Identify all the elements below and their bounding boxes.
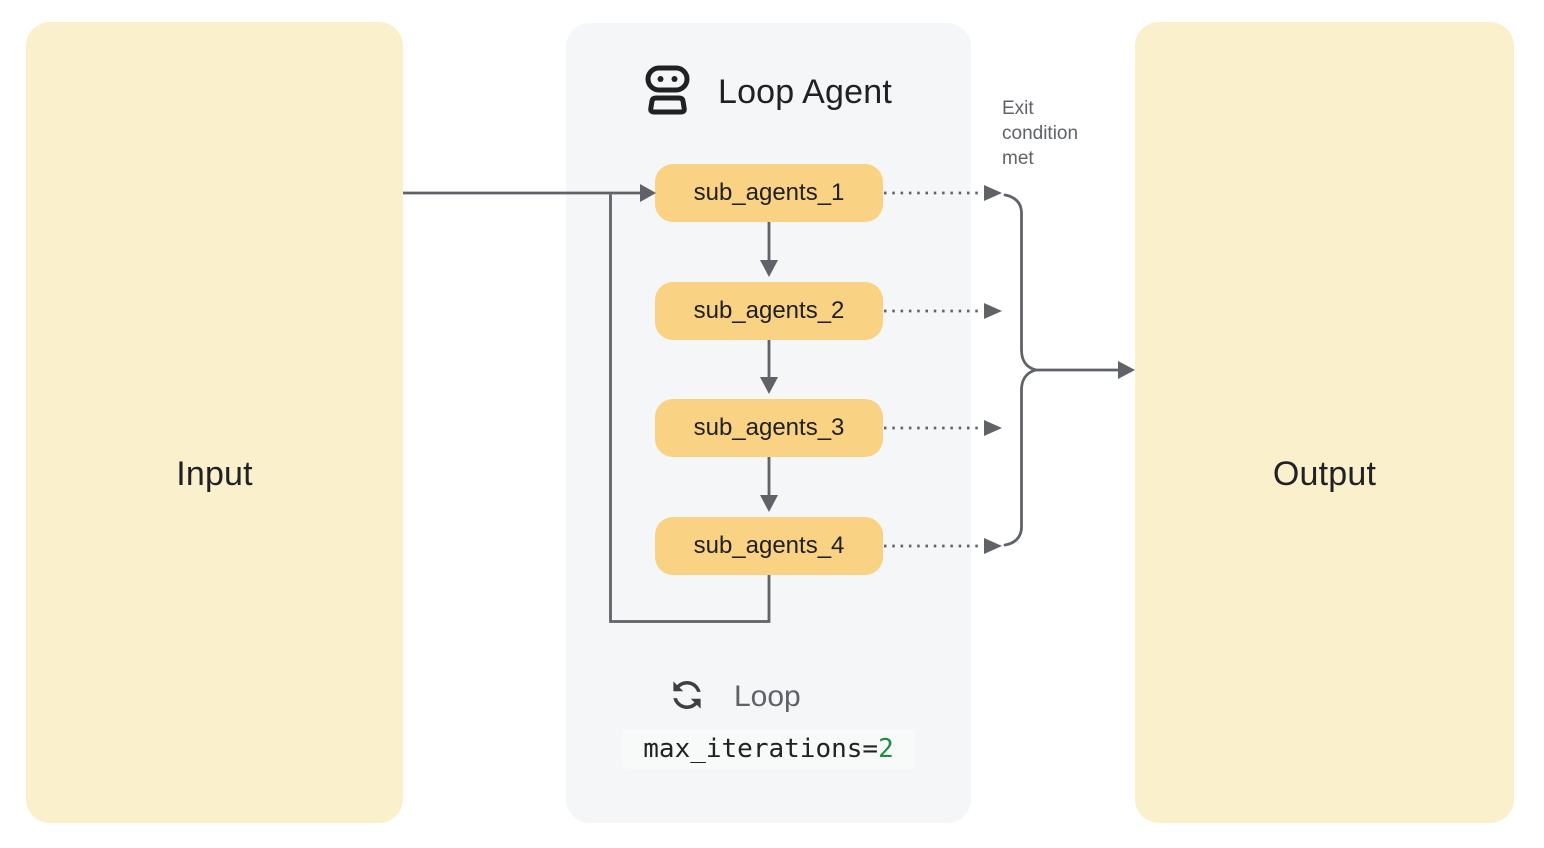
input-box: Input: [26, 22, 403, 823]
output-label: Output: [1272, 455, 1377, 493]
sub-agent-box-4: sub_agents_4: [655, 517, 883, 575]
max-iterations-code: max_iterations=2: [622, 729, 915, 769]
sub-agent-label-4: sub_agents_4: [693, 532, 845, 559]
code-value: 2: [878, 734, 894, 764]
exit-condition-note: Exit condition met: [1002, 98, 1079, 169]
merge-brace: [1003, 193, 1037, 547]
loop-label: Loop: [734, 680, 801, 713]
loop-agent-header: Loop Agent: [566, 65, 971, 120]
sub-agent-label-2: sub_agents_2: [693, 297, 845, 324]
loop-indicator: Loop: [666, 674, 801, 720]
sub-agent-box-3: sub_agents_3: [655, 399, 883, 457]
input-label: Input: [176, 455, 253, 493]
sub-agent-box-2: sub_agents_2: [655, 282, 883, 340]
sub-agent-label-3: sub_agents_3: [693, 414, 845, 441]
panel-title: Loop Agent: [717, 73, 893, 111]
robot-icon: [645, 65, 690, 120]
sub-agent-box-1: sub_agents_1: [655, 164, 883, 222]
output-box: Output: [1135, 22, 1514, 823]
code-prefix: max_iterations=: [643, 734, 879, 764]
loop-agent-panel: Loop Agent sub_agents_1 sub_agents_2 sub…: [566, 23, 971, 823]
output-arrow: [1036, 361, 1135, 379]
sub-agent-label-1: sub_agents_1: [693, 179, 845, 206]
loop-sync-icon: [666, 674, 708, 721]
